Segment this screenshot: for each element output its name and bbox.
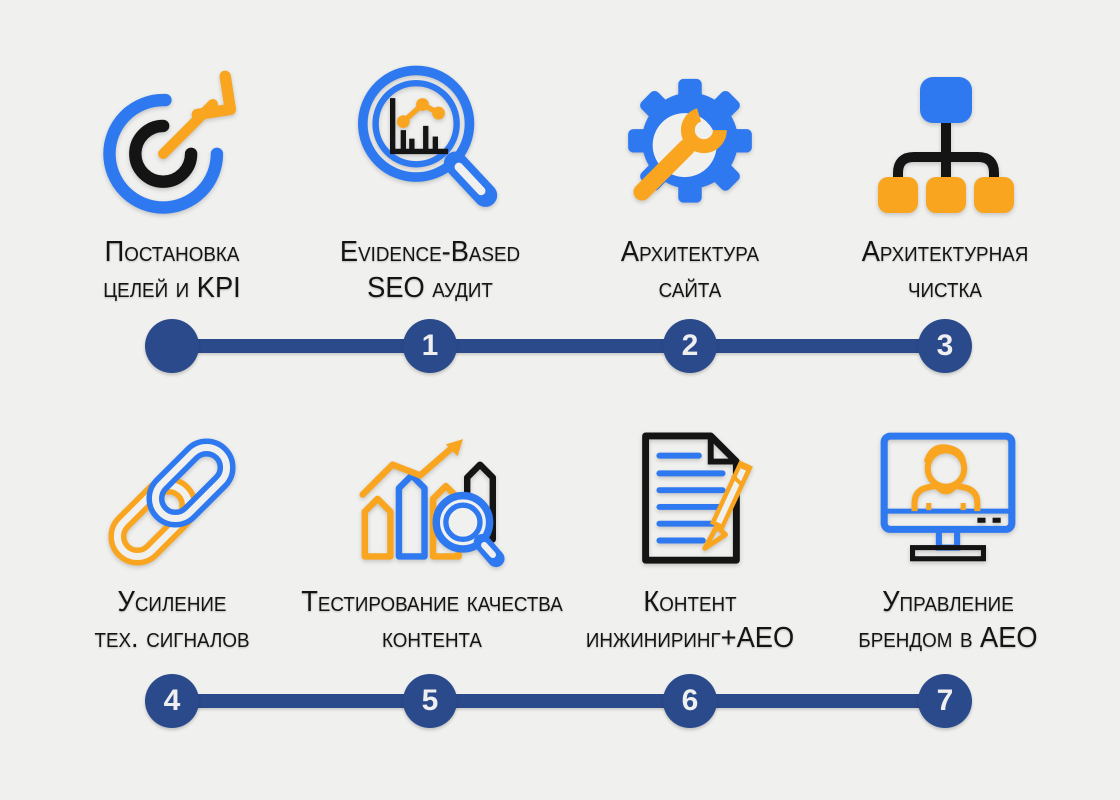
step-label-line1: Постановка bbox=[104, 236, 240, 268]
step-label-line2: целей и KPI bbox=[103, 272, 241, 304]
step-label: Архитектурная чистка bbox=[804, 234, 1086, 306]
step-seo-audit: Evidence-Based SEO аудит bbox=[280, 60, 580, 306]
timeline-node-3: 3 bbox=[918, 319, 972, 373]
step-label-line2: чистка bbox=[908, 272, 982, 304]
step-label-line2: SEO аудит bbox=[367, 272, 493, 304]
timeline-connector-row1 bbox=[172, 339, 945, 353]
icon-box bbox=[795, 60, 1095, 228]
timeline-node-start bbox=[145, 319, 199, 373]
step-label-line2: инжиниринг+AEO bbox=[585, 622, 795, 654]
step-label: Управление брендом в AEO bbox=[807, 584, 1089, 656]
icon-box bbox=[22, 426, 322, 578]
icon-box bbox=[798, 426, 1098, 578]
step-label: Контент инжиниринг+AEO bbox=[549, 584, 831, 656]
chain-links-icon bbox=[108, 438, 236, 566]
timeline-node-1: 1 bbox=[403, 319, 457, 373]
step-content-engineering-aeo: Контент инжиниринг+AEO bbox=[540, 426, 840, 656]
step-label-line2: тех. сигналов bbox=[94, 622, 250, 654]
step-label-line2: контента bbox=[382, 622, 482, 654]
step-label-line1: Evidence-Based bbox=[339, 236, 521, 268]
timeline-node-number: 5 bbox=[421, 684, 439, 717]
document-pen-icon bbox=[642, 432, 753, 564]
icon-box bbox=[540, 60, 840, 228]
timeline-node-number: 7 bbox=[936, 684, 954, 717]
gear-wrench-icon bbox=[628, 78, 752, 203]
growth-chart-magnifier-icon bbox=[359, 439, 505, 568]
step-label-line1: Архитектурная bbox=[861, 236, 1029, 268]
step-label: Архитектура сайта bbox=[549, 234, 831, 306]
step-architecture-cleanup: Архитектурная чистка bbox=[795, 60, 1095, 306]
step-tech-signals: Усиление тех. сигналов bbox=[22, 426, 322, 656]
monitor-person-icon bbox=[880, 432, 1016, 562]
step-brand-management-aeo: Управление брендом в AEO bbox=[798, 426, 1098, 656]
step-label: Постановка целей и KPI bbox=[31, 234, 313, 306]
timeline-connector-row2 bbox=[172, 694, 945, 708]
timeline-node-4: 4 bbox=[145, 674, 199, 728]
timeline-node-number: 6 bbox=[681, 684, 699, 717]
timeline-node-6: 6 bbox=[663, 674, 717, 728]
timeline-node-7: 7 bbox=[918, 674, 972, 728]
seo-audit-magnifier-icon bbox=[358, 65, 498, 207]
step-label: Evidence-Based SEO аудит bbox=[289, 234, 571, 306]
timeline-node-2: 2 bbox=[663, 319, 717, 373]
step-label-line1: Тестирование качества bbox=[301, 586, 563, 618]
step-label-line2: сайта bbox=[658, 272, 722, 304]
step-site-architecture: Архитектура сайта bbox=[540, 60, 840, 306]
icon-box bbox=[540, 426, 840, 578]
icon-box bbox=[282, 426, 582, 578]
step-label: Усиление тех. сигналов bbox=[31, 584, 313, 656]
step-label-line1: Управление bbox=[882, 586, 1014, 618]
step-label-line1: Усиление bbox=[117, 586, 227, 618]
icon-box bbox=[22, 60, 322, 228]
timeline-node-number: 1 bbox=[421, 329, 439, 362]
step-goals-kpi: Постановка целей и KPI bbox=[22, 60, 322, 306]
timeline-node-number: 3 bbox=[936, 329, 954, 362]
step-content-quality-testing: Тестирование качества контента bbox=[282, 426, 582, 656]
timeline-node-5: 5 bbox=[403, 674, 457, 728]
step-label-line1: Архитектура bbox=[620, 236, 760, 268]
step-label-line1: Контент bbox=[643, 586, 737, 618]
icon-box bbox=[280, 60, 580, 228]
step-label-line2: брендом в AEO bbox=[858, 622, 1038, 654]
target-dart-icon bbox=[102, 70, 236, 214]
timeline-node-number: 4 bbox=[163, 684, 181, 717]
step-label: Тестирование качества контента bbox=[291, 584, 573, 656]
timeline-node-number: 2 bbox=[681, 329, 699, 362]
sitemap-icon bbox=[878, 77, 1014, 213]
